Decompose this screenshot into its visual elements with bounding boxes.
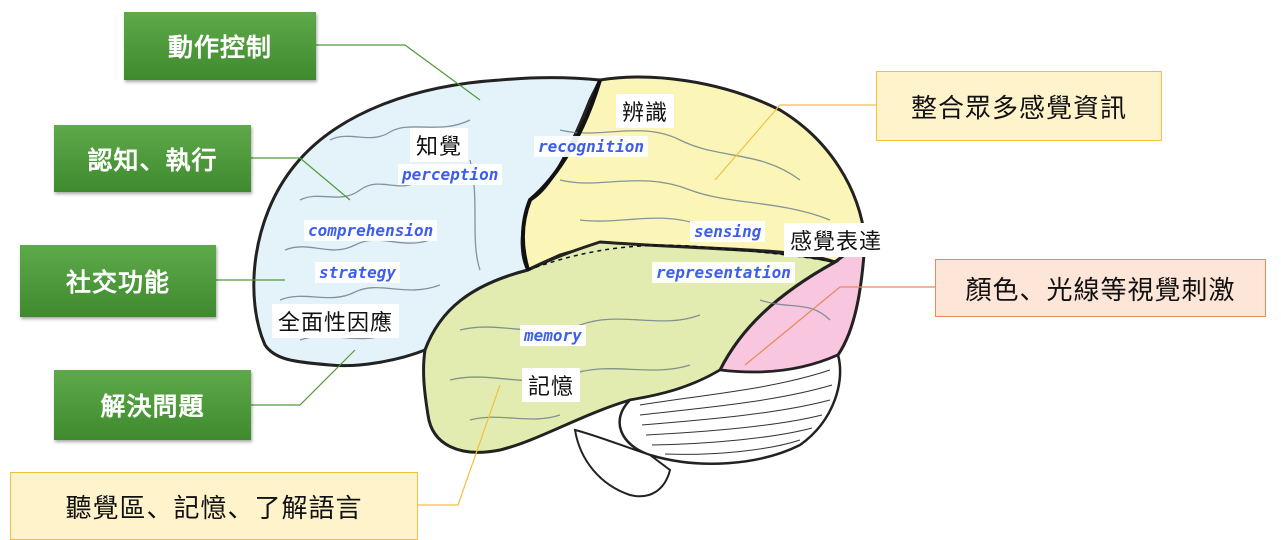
label-zh-perception: 知覺 [410, 128, 469, 162]
auditory-memory-language-box: 聽覺區、記憶、了解語言 [10, 472, 418, 540]
label-representation: representation [652, 262, 795, 283]
label-comprehension: comprehension [304, 220, 438, 241]
motor-control-box: 動作控制 [124, 12, 316, 80]
label-recognition: recognition [534, 136, 648, 157]
sensory-integration-box: 整合眾多感覺資訊 [876, 71, 1162, 141]
visual-stimulus-box: 顏色、光線等視覺刺激 [935, 259, 1266, 317]
cognition-execution-box: 認知、執行 [54, 125, 251, 192]
label-strategy: strategy [315, 262, 401, 283]
label-zh-memory: 記憶 [522, 368, 581, 402]
callout-lines [216, 44, 935, 506]
label-memory: memory [520, 325, 586, 346]
cerebellum-folds [639, 369, 833, 455]
brain-stem [573, 428, 672, 498]
label-zh-comprehensive-response: 全面性因應 [272, 304, 400, 338]
central-sulcus [521, 79, 602, 271]
problem-solving-box: 解決問題 [54, 370, 251, 440]
label-perception: perception [398, 164, 503, 185]
label-sensing: sensing [690, 221, 766, 242]
label-zh-recognition: 辨識 [616, 94, 675, 128]
label-zh-sensory-expression: 感覺表達 [784, 223, 889, 257]
social-function-box: 社交功能 [20, 245, 216, 317]
